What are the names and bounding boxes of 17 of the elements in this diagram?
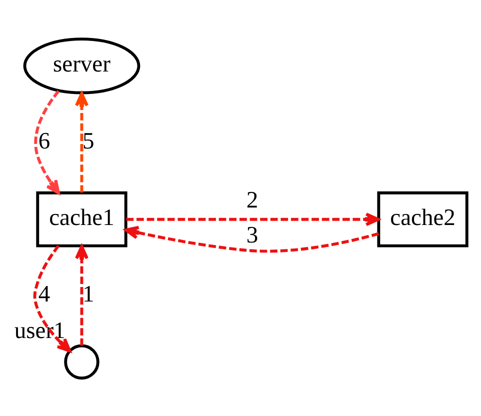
edge-label: 5 [82,128,94,154]
edge-label: 3 [246,222,258,248]
edge-label: 2 [246,186,258,213]
node-box: cache2 [377,190,468,247]
edge-label: 1 [82,280,94,307]
edge-label: 4 [38,280,50,307]
arrow [74,244,88,346]
arrow [34,90,60,194]
arrow [126,212,380,226]
edge-label: 6 [38,128,50,154]
node-ellipse: server [23,37,140,94]
node-label: user1 [14,318,66,344]
arrow [124,225,380,252]
arrow [33,244,72,352]
arrow [74,92,88,192]
node-circle [64,344,100,380]
node-box: cache1 [36,190,128,247]
